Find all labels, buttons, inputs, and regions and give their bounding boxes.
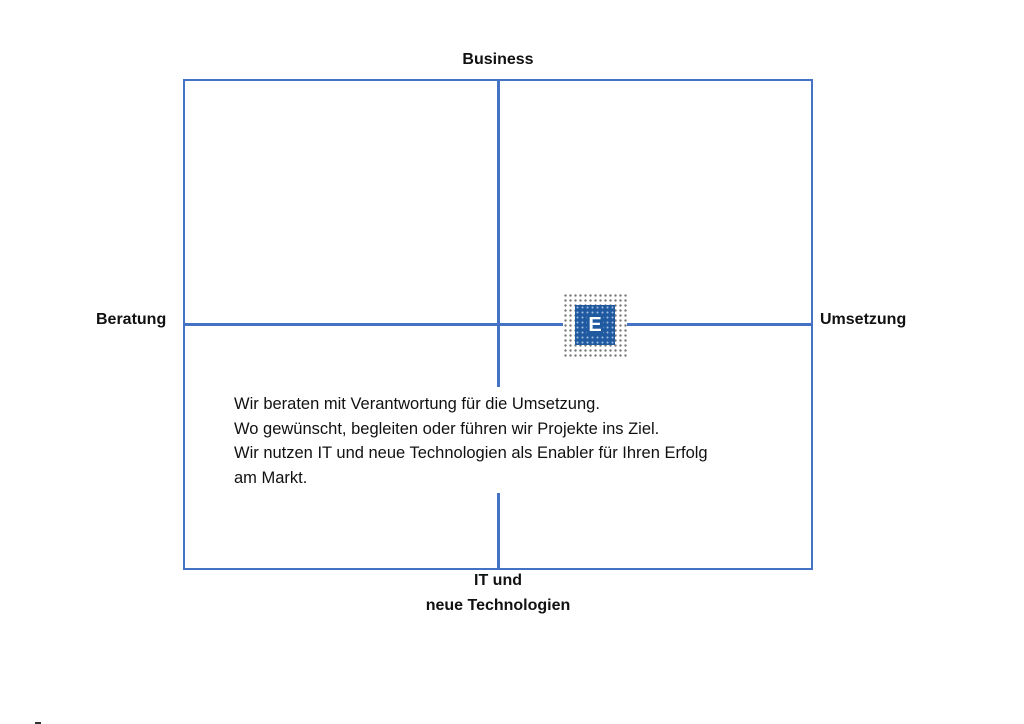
axis-label-bottom-2: neue Technologien [425, 597, 571, 614]
logo-letter: E [587, 314, 603, 336]
axis-label-bottom-1: IT und [474, 572, 522, 589]
description-line: Wir nutzen IT und neue Technologien als … [234, 444, 708, 462]
horizontal-axis-right [627, 323, 811, 326]
description-line: Wo gewünscht, begleiten oder führen wir … [234, 419, 660, 438]
axis-label-right: Umsetzung [820, 311, 907, 328]
horizontal-axis-left [183, 323, 563, 326]
axis-label-left: Beratung [96, 311, 167, 328]
description-line: am Markt. [234, 468, 308, 487]
description-text: Wir beraten mit Verantwortung für die Um… [230, 392, 712, 490]
axis-label-top: Business [462, 51, 534, 68]
company-logo: E [563, 293, 627, 357]
page-mark [35, 722, 41, 724]
description-line: Wir beraten mit Verantwortung für die Um… [234, 395, 600, 413]
vertical-axis-lower [497, 493, 500, 568]
vertical-axis-upper [497, 79, 500, 387]
